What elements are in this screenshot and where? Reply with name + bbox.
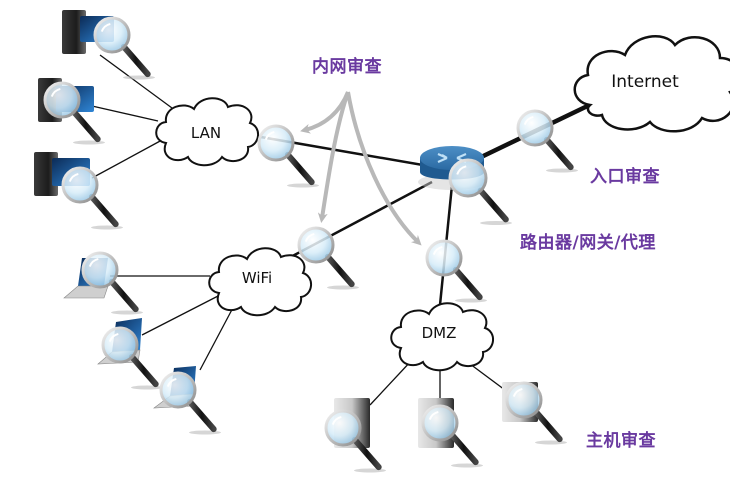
arrow-to-wifi-audit [317, 91, 350, 223]
magnifier-icon-wifi-laptop-2 [101, 326, 163, 390]
arrow-to-dmz-audit [346, 91, 422, 246]
cloud-wifi: WiFi [208, 247, 312, 317]
cloud-internet-label: Internet [611, 72, 679, 92]
cloud-dmz: DMZ [390, 302, 494, 372]
magnifier-icon-lan-desktop-1 [93, 16, 155, 80]
magnifier-icon-dmz-server-3 [505, 381, 567, 445]
link-lan-desktop-2 [91, 105, 159, 122]
cloud-lan: LAN [155, 97, 259, 167]
magnifier-icon-lan-link [257, 124, 319, 188]
magnifier-icon-dmz-server-2 [421, 404, 483, 468]
link-wifi-laptop-3 [199, 301, 237, 371]
link-lan-desktop-3 [91, 139, 163, 179]
magnifier-icon-internet-link [516, 109, 578, 173]
annotation-host-audit: 主机审查 [586, 431, 656, 451]
annotation-router-gateway-proxy: 路由器/网关/代理 [520, 233, 656, 253]
cloud-wifi-label: WiFi [242, 269, 272, 287]
annotation-arrows [300, 91, 422, 246]
magnifier-icon-dmz-server-1 [324, 409, 386, 473]
annotation-entry-audit: 入口审查 [590, 167, 660, 187]
link-wifi-laptop-2 [141, 294, 221, 336]
annotation-internal-audit: 内网审查 [312, 57, 382, 77]
magnifier-icon-wifi-laptop-3 [159, 371, 221, 435]
magnifier-icon-wifi-link [297, 226, 359, 290]
cloud-internet: Internet [573, 35, 730, 133]
magnifier-icon-router [448, 158, 512, 225]
magnifier-icon-lan-desktop-3 [61, 166, 123, 230]
magnifier-icon-wifi-laptop-1 [81, 251, 143, 315]
magnifier-group [43, 16, 578, 473]
network-links [91, 54, 601, 406]
link-lan-desktop-1 [99, 54, 173, 109]
magnifier-icon-dmz-link [425, 239, 487, 303]
magnifier-icon-lan-desktop-2 [43, 81, 105, 145]
link-dmz-server-1 [369, 359, 413, 406]
cloud-dmz-label: DMZ [422, 324, 457, 342]
cloud-lan-label: LAN [191, 124, 221, 142]
